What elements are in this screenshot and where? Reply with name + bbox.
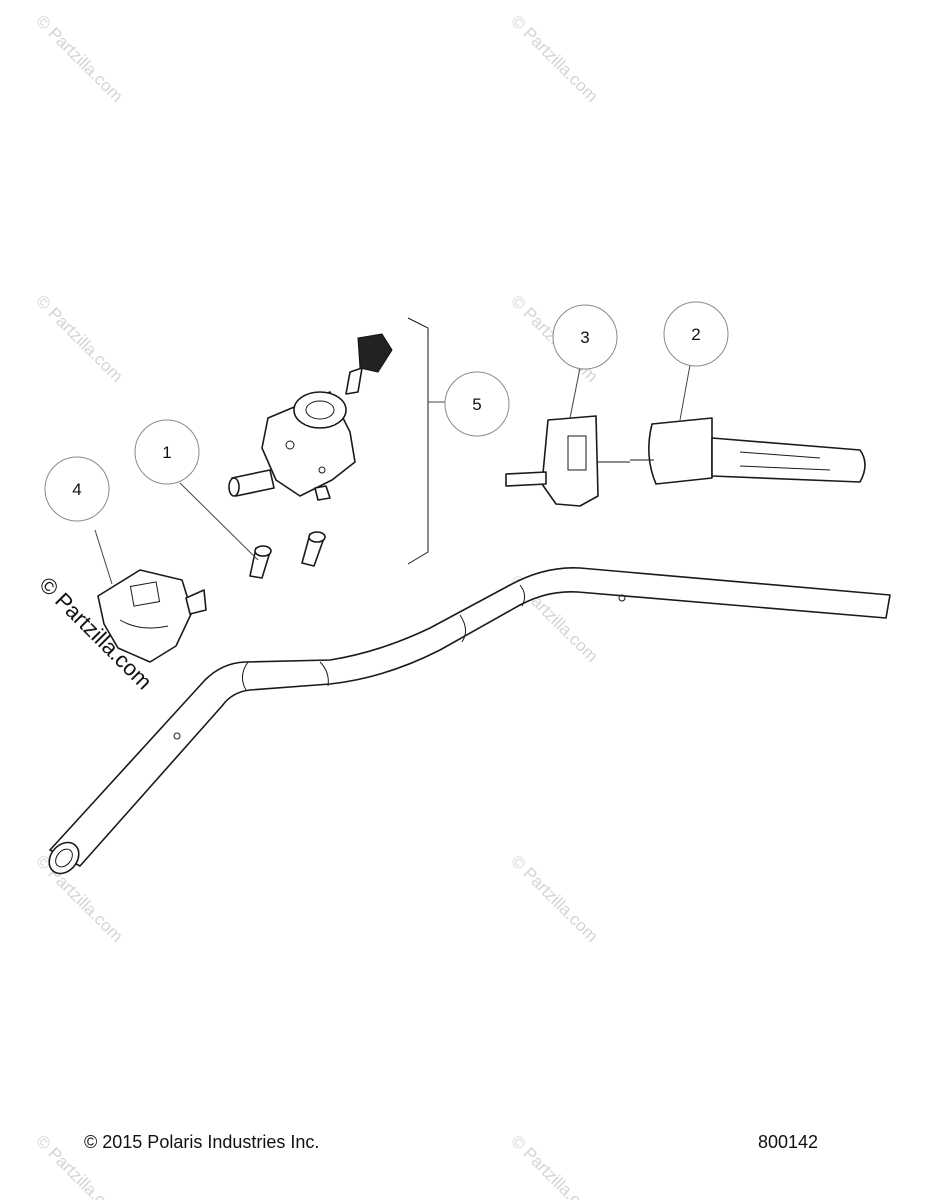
ignition-switch — [228, 391, 356, 501]
callout-5: 5 — [444, 371, 510, 437]
watermark: © Partzilla.com — [32, 291, 126, 385]
copyright-text: © 2015 Polaris Industries Inc. — [84, 1132, 320, 1152]
left-switch — [97, 569, 207, 663]
leader-line-4 — [94, 529, 113, 585]
ignition-key — [345, 333, 393, 395]
watermark: © Partzilla.com — [32, 11, 126, 105]
diagram-number: 800142 — [758, 1132, 819, 1152]
right-switch — [505, 415, 630, 507]
callout-1: 1 — [134, 419, 200, 485]
callout-label: 4 — [72, 480, 81, 499]
callout-3: 3 — [552, 304, 618, 370]
watermark: © Partzilla.com — [507, 1131, 601, 1200]
watermark: © Partzilla.com — [507, 11, 601, 105]
callout-4: 4 — [44, 456, 110, 522]
callout-label: 2 — [691, 325, 700, 344]
callout-label: 3 — [580, 328, 589, 347]
throttle-grip — [630, 417, 866, 485]
handlebar — [48, 567, 891, 875]
screws — [249, 531, 326, 579]
assembly-bracket — [407, 317, 429, 565]
leader-line-2 — [679, 364, 691, 421]
callout-2: 2 — [663, 301, 729, 367]
leader-line-3 — [569, 367, 581, 419]
handlebar-end-left — [48, 841, 80, 875]
callout-label: 5 — [472, 395, 481, 414]
watermark: © Partzilla.com — [507, 851, 601, 945]
leader-line-1 — [179, 482, 259, 561]
callout-label: 1 — [162, 443, 171, 462]
